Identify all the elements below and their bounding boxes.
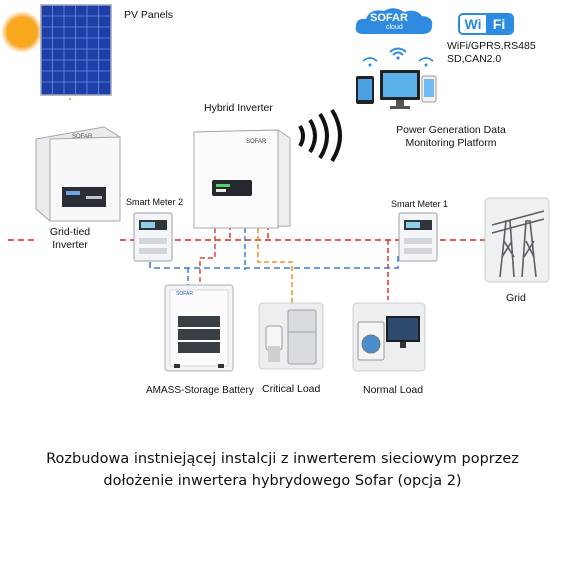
- grid-tied-brand: SOFAR: [72, 134, 93, 140]
- comm-line-battery: [187, 228, 246, 290]
- comm-line-sm2: [149, 255, 399, 269]
- cloud-sub: cloud: [386, 24, 403, 31]
- monitoring-label-line2: Monitoring Platform: [405, 137, 497, 150]
- grid-tower-icon: [484, 197, 550, 283]
- battery-ac-line: [199, 228, 216, 290]
- smart-meter-2-icon: [133, 212, 173, 262]
- critical-load-label: Critical Load: [262, 383, 321, 395]
- wifi-badge-right: Fi: [486, 15, 512, 33]
- wifi-badge-left: Wi: [464, 16, 482, 32]
- grid-tied-inverter-icon: [35, 126, 121, 222]
- wireless-signal-icon: [298, 108, 342, 162]
- grid-label: Grid: [506, 292, 526, 304]
- wifi-icon: [389, 47, 407, 60]
- hybrid-inverter-label: Hybrid Inverter: [204, 102, 273, 114]
- critical-load-line: [257, 228, 293, 305]
- smart-meter-1-icon: [398, 212, 438, 262]
- caption: Rozbudowa instniejącej instalcji z inwer…: [0, 448, 565, 492]
- comms-line2: SD,CAN2.0: [447, 53, 502, 65]
- wifi-badge: Wi Fi: [458, 13, 514, 35]
- critical-load-icon: [258, 302, 324, 370]
- wifi-icon-right: [418, 57, 434, 67]
- smart-meter-2-label: Smart Meter 2: [126, 197, 184, 207]
- caption-line1: Rozbudowa instniejącej instalcji z inwer…: [46, 451, 519, 467]
- grid-tied-inverter-label: Grid-tied Inverter: [40, 226, 100, 252]
- monitoring-label-line1: Power Generation Data: [396, 124, 506, 136]
- normal-load-icon: [352, 302, 426, 372]
- wifi-icon-left: [362, 57, 378, 67]
- caption-line2: dołożenie inwertera hybrydowego Sofar (o…: [103, 473, 462, 489]
- grid-tied-label-line2: Inverter: [52, 239, 88, 252]
- sofar-cloud-icon: [355, 8, 433, 34]
- pv-panel-icon: [40, 4, 112, 96]
- hybrid-inverter-brand: SOFAR: [246, 139, 267, 145]
- pv-panels-label: PV Panels: [124, 9, 174, 21]
- monitoring-devices-icon: [356, 70, 437, 109]
- battery-icon: [164, 284, 234, 372]
- hybrid-inverter-icon: [193, 129, 291, 229]
- comms-line1: WiFi/GPRS,RS485: [447, 40, 536, 52]
- grid-tied-label-line1: Grid-tied: [49, 226, 91, 238]
- battery-brand: SOFAR: [176, 291, 193, 297]
- monitoring-label: Power Generation Data Monitoring Platfor…: [388, 124, 514, 150]
- battery-label: AMASS-Storage Battery: [146, 385, 254, 396]
- sun-icon: [1, 11, 43, 53]
- smart-meter-1-label: Smart Meter 1: [391, 199, 449, 209]
- cloud-brand: SOFAR: [370, 12, 408, 24]
- normal-load-label: Normal Load: [363, 384, 424, 396]
